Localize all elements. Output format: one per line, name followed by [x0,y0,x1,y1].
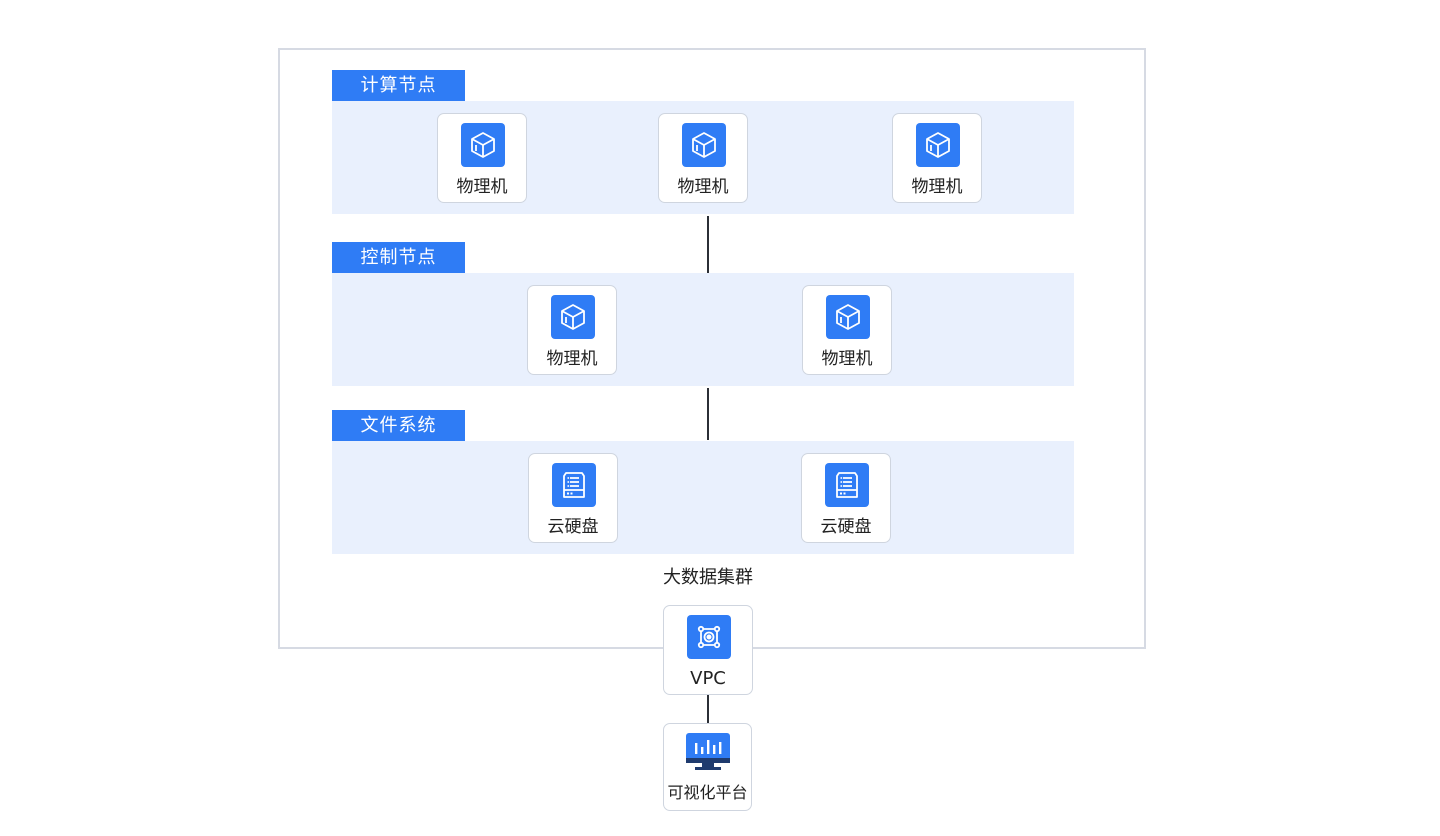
server-cube-icon [551,295,595,339]
control-section-title: 控制节点 [332,242,465,273]
connector-line [707,216,709,273]
visualization-platform-node[interactable]: 可视化平台 [663,723,752,811]
node-label: 物理机 [677,177,729,197]
cluster-label: 大数据集群 [663,567,753,588]
disk-node-2[interactable]: 云硬盘 [801,453,891,543]
control-node-2[interactable]: 物理机 [802,285,892,375]
connector-line [707,388,709,440]
node-label: 物理机 [456,177,508,197]
server-cube-icon [461,123,505,167]
disk-icon [552,463,596,507]
vpc-node[interactable]: VPC [663,605,753,695]
compute-node-3[interactable]: 物理机 [892,113,982,203]
server-cube-icon [916,123,960,167]
server-cube-icon [826,295,870,339]
disk-node-1[interactable]: 云硬盘 [528,453,618,543]
node-label: 物理机 [821,349,873,369]
vpc-router-icon [687,615,731,659]
filesystem-section-band [332,441,1074,554]
connector-line [707,695,709,723]
vpc-label: VPC [690,668,726,689]
monitor-chart-icon [684,732,732,774]
disk-icon [825,463,869,507]
server-cube-icon [682,123,726,167]
node-label: 物理机 [546,349,598,369]
compute-node-2[interactable]: 物理机 [658,113,748,203]
node-label: 物理机 [911,177,963,197]
compute-section-title: 计算节点 [332,70,465,101]
platform-label: 可视化平台 [667,783,748,802]
filesystem-section-title: 文件系统 [332,410,465,441]
control-node-1[interactable]: 物理机 [527,285,617,375]
node-label: 云硬盘 [820,517,872,537]
node-label: 云硬盘 [547,517,599,537]
control-section-band [332,273,1074,386]
compute-node-1[interactable]: 物理机 [437,113,527,203]
